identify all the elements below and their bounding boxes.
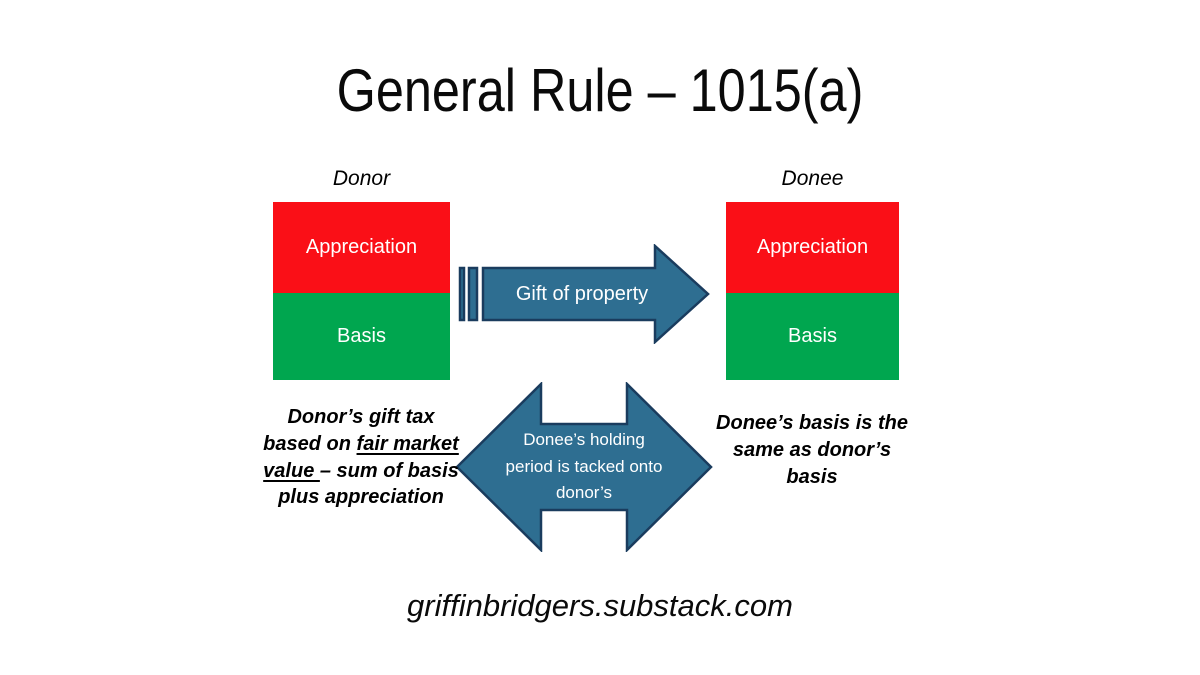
donor-appreciation-segment: Appreciation xyxy=(273,202,450,293)
page-title: General Rule – 1015(a) xyxy=(336,57,864,124)
donee-appreciation-segment: Appreciation xyxy=(726,202,899,293)
left-note-post: – sum of basis plus appreciation xyxy=(278,459,459,509)
double-headed-arrow-icon xyxy=(455,382,713,552)
striped-right-arrow-icon xyxy=(458,244,710,344)
left-note-underlined: fair market value xyxy=(263,432,459,482)
footer-url: griffinbridgers.substack.com xyxy=(407,588,793,623)
holding-arrow-label: Donee’s holding period is tacked onto do… xyxy=(505,430,663,503)
donee-basis-note: Donee’s basis is the same as donor’s bas… xyxy=(716,412,908,488)
gift-arrow-label: Gift of property xyxy=(515,282,649,305)
left-note-pre: Donor’s gift tax based on xyxy=(263,406,435,455)
donee-value-stack: Appreciation Basis xyxy=(726,202,899,380)
donor-gift-tax-note: Donor’s gift tax based on fair market va… xyxy=(256,404,466,511)
gift-of-property-arrow: Gift of property xyxy=(458,244,710,344)
donor-column-label: Donor xyxy=(332,167,391,190)
donor-basis-segment: Basis xyxy=(273,293,450,380)
donee-basis-segment: Basis xyxy=(726,293,899,380)
donor-value-stack: Appreciation Basis xyxy=(273,202,450,380)
holding-period-arrow: Donee’s holding period is tacked onto do… xyxy=(455,382,713,552)
donee-column-label: Donee xyxy=(781,167,844,190)
